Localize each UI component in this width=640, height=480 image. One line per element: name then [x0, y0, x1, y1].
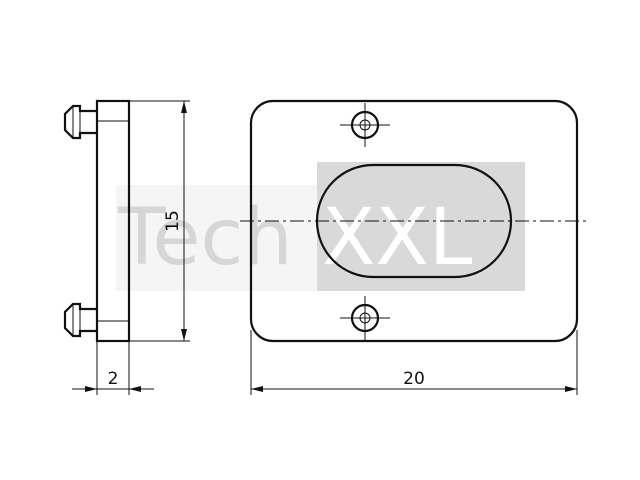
watermark: Tech XXL — [116, 162, 525, 291]
watermark-box — [317, 162, 525, 291]
side-plate — [95, 99, 131, 343]
side-pin-top — [63, 104, 97, 140]
side-pin-bottom — [63, 302, 97, 338]
dimension-thickness-label: 2 — [108, 369, 119, 389]
dimension-width-label: 20 — [403, 369, 425, 389]
front-hole-bottom — [340, 296, 390, 340]
watermark-text-right: XXL — [322, 193, 473, 283]
watermark-text-left: Tech — [117, 193, 293, 283]
front-hole-top — [340, 103, 390, 147]
side-view: 15 2 — [63, 99, 190, 395]
dimension-thickness: 2 — [72, 341, 154, 395]
dimension-width: 20 — [250, 330, 578, 395]
front-view: 20 — [240, 99, 590, 395]
dimension-height: 15 — [129, 100, 190, 342]
watermark-band — [116, 185, 317, 291]
dimension-height-label: 15 — [163, 210, 183, 232]
